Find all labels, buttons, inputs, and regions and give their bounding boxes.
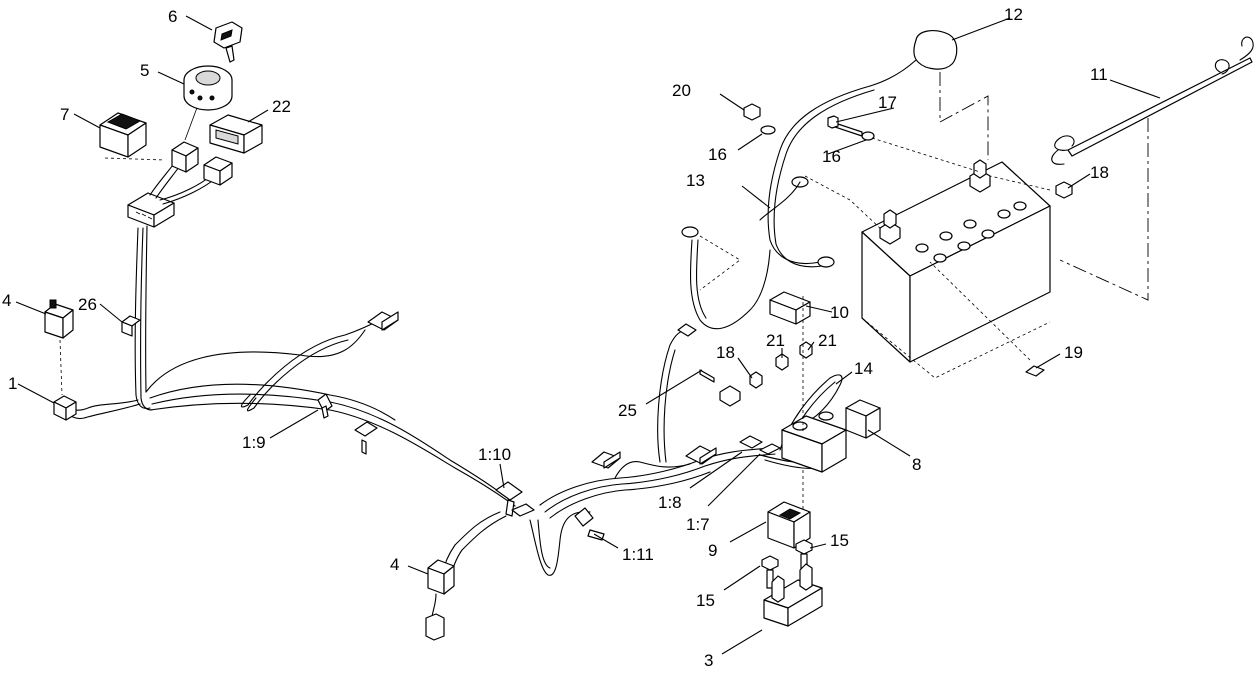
- callout-1-7: 1:7: [686, 515, 710, 534]
- callout-8: 8: [912, 455, 921, 474]
- callout-9: 9: [708, 541, 717, 560]
- callout-1-9: 1:9: [242, 433, 266, 452]
- callout-26: 26: [78, 295, 97, 314]
- callout-13: 13: [686, 171, 705, 190]
- key: [213, 21, 243, 63]
- solenoid: [781, 296, 847, 520]
- hour-meter: [209, 114, 263, 154]
- terminal-boot: [869, 30, 989, 160]
- callout-4-lower: 4: [390, 555, 399, 574]
- small-terminal-hardware: [677, 323, 763, 407]
- callout-21-left: 21: [766, 331, 785, 350]
- callout-18-left: 18: [716, 343, 735, 362]
- callout-11: 11: [1090, 65, 1108, 84]
- ignition-switch-group: [104, 104, 233, 228]
- callout-5: 5: [140, 61, 149, 80]
- callout-15-left: 15: [696, 591, 715, 610]
- negative-battery-cable: [681, 226, 771, 330]
- solenoid-mount-9: [767, 501, 811, 549]
- fuse-block-8: [845, 399, 881, 439]
- callout-1-8: 1:8: [658, 493, 682, 512]
- callout-21-right: 21: [818, 331, 837, 350]
- rocker-switch: [99, 112, 147, 158]
- leader-lines: [15, 15, 1161, 655]
- callout-16-left: 16: [708, 145, 727, 164]
- callout-10: 10: [830, 303, 849, 322]
- callout-22: 22: [272, 97, 291, 116]
- battery-hold-down-rod: [1051, 36, 1254, 301]
- battery: [861, 159, 1051, 379]
- callout-16-right: 16: [822, 147, 841, 166]
- relay-lower: [425, 559, 455, 641]
- battery-hardware: [743, 103, 1073, 377]
- callout-3: 3: [704, 651, 713, 670]
- callout-20: 20: [672, 81, 691, 100]
- relay-upper: [44, 299, 74, 396]
- terminal-cover-10: [769, 291, 811, 325]
- cable-clip-26: [121, 315, 141, 337]
- callout-labels: 1 4 26 5 6 7 22 1:9 1:10 1:11 4 20 16 13…: [2, 5, 1109, 670]
- callout-1-10: 1:10: [478, 445, 511, 464]
- callout-1-11: 1:11: [622, 545, 654, 564]
- key-switch: [183, 65, 233, 111]
- callout-14: 14: [854, 359, 873, 378]
- callout-17: 17: [878, 93, 897, 112]
- callout-25: 25: [618, 401, 637, 420]
- callout-7: 7: [60, 105, 69, 124]
- callout-19: 19: [1064, 343, 1083, 362]
- mount-bracket-3: [763, 563, 823, 627]
- callout-12: 12: [1004, 5, 1023, 24]
- callout-4-upper: 4: [2, 291, 11, 310]
- callout-15-right: 15: [830, 531, 849, 550]
- callout-18-right: 18: [1090, 163, 1109, 182]
- positive-battery-cable: [759, 85, 883, 268]
- callout-6: 6: [168, 7, 177, 26]
- diode-connector: [53, 395, 77, 421]
- callout-1: 1: [8, 374, 17, 393]
